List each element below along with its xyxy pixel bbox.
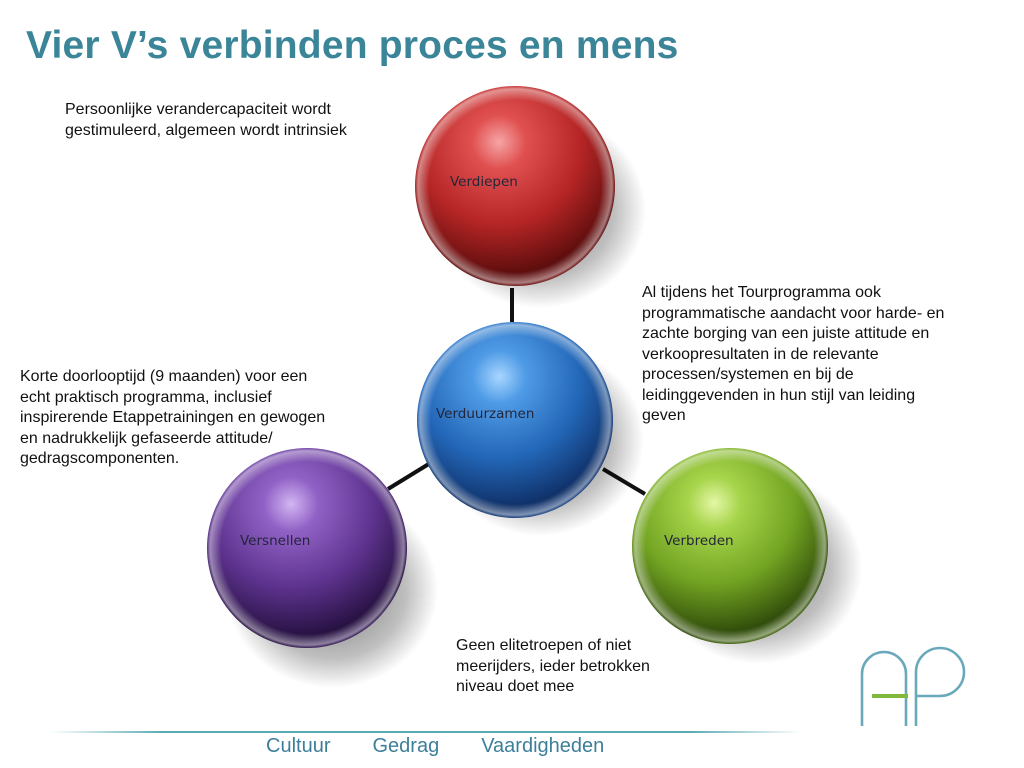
slide-title: Vier V’s verbinden proces en mens bbox=[26, 24, 679, 67]
sphere-verbreden: Verbreden bbox=[632, 448, 828, 644]
footer-item-gedrag: Gedrag bbox=[372, 735, 440, 757]
footer-divider bbox=[50, 731, 802, 733]
sphere-label-versnellen: Versnellen bbox=[240, 533, 310, 549]
sphere-label-verdiepen: Verdiepen bbox=[450, 174, 518, 190]
footer-item-vaardigheden: Vaardigheden bbox=[481, 735, 605, 757]
footer-item-cultuur: Cultuur bbox=[266, 735, 331, 757]
note-verdiepen: Persoonlijke verandercapaciteit wordt ge… bbox=[65, 101, 347, 139]
note-versnellen: Korte doorlooptijd (9 maanden) voor een … bbox=[20, 368, 326, 467]
ap-logo bbox=[860, 646, 966, 726]
footer: Cultuur Gedrag Vaardigheden bbox=[266, 735, 604, 758]
sphere-versnellen: Versnellen bbox=[207, 448, 407, 648]
note-verbreden: Geen elitetroepen of niet meerijders, ie… bbox=[456, 637, 650, 695]
sphere-verdiepen: Verdiepen bbox=[415, 86, 615, 286]
note-verduurzamen: Al tijdens het Tourprogramma ook program… bbox=[642, 284, 945, 424]
sphere-label-verbreden: Verbreden bbox=[664, 533, 734, 549]
sphere-verduurzamen: Verduurzamen bbox=[417, 322, 613, 518]
connector-versnellen bbox=[386, 460, 434, 491]
sphere-label-verduurzamen: Verduurzamen bbox=[436, 406, 534, 422]
